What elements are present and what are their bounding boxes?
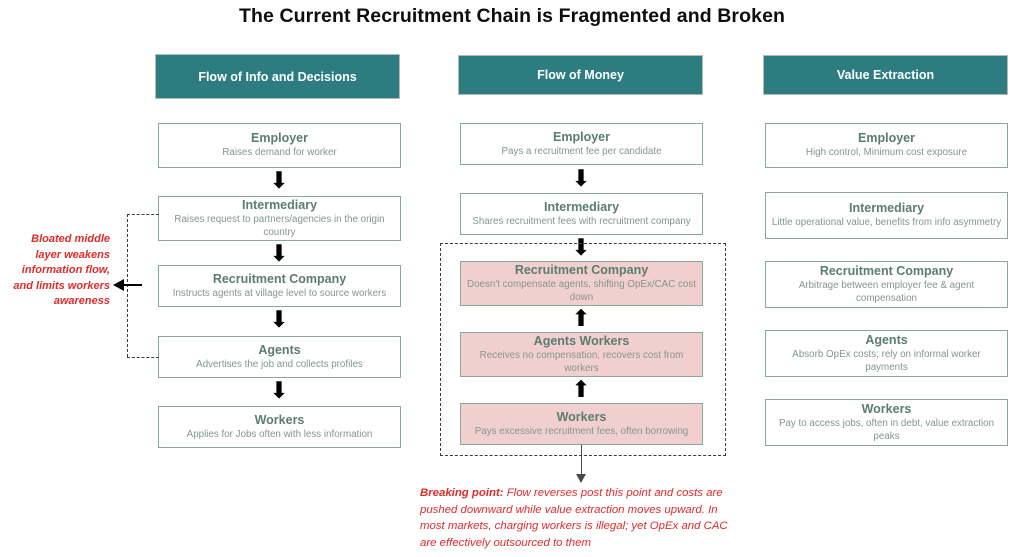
annotation-breaking-point: Breaking point: Flow reverses post this … (420, 485, 745, 551)
node-subtitle: Raises request to partners/agencies in t… (174, 214, 385, 238)
column-header-flow-of-info: Flow of Info and Decisions (155, 54, 400, 99)
arrow-down-icon: ⬇ (269, 307, 289, 333)
node-title: Workers (254, 412, 305, 427)
node-info-agents: Agents Advertises the job and collects p… (158, 336, 401, 378)
node-info-employer: Employer Raises demand for worker (158, 123, 401, 168)
arrow-down-icon: ⬇ (269, 168, 289, 194)
breaking-point-region (440, 243, 726, 456)
node-value-intermediary: Intermediary Little operational value, b… (765, 192, 1008, 239)
node-title: Intermediary (848, 201, 925, 216)
column-header-label: Value Extraction (836, 68, 935, 82)
node-info-workers: Workers Applies for Jobs often with less… (158, 406, 401, 448)
node-money-intermediary: Intermediary Shares recruitment fees wit… (460, 193, 703, 235)
node-subtitle: Little operational value, benefits from … (771, 217, 1002, 229)
node-title: Intermediary (543, 199, 620, 214)
page-title: The Current Recruitment Chain is Fragmen… (238, 5, 786, 27)
node-title: Intermediary (241, 198, 318, 213)
node-title: Workers (861, 402, 912, 417)
node-subtitle: Doesn't compensate agents, shifting OpEx… (467, 279, 696, 303)
node-title: Agents Workers (533, 334, 630, 349)
node-subtitle: Instructs agents at village level to sou… (172, 287, 387, 299)
arrow-up-icon: ⬆ (571, 306, 591, 332)
node-subtitle: Applies for Jobs often with less informa… (186, 428, 373, 440)
node-value-recruitment-company: Recruitment Company Arbitrage between em… (765, 261, 1008, 308)
annotation-left-note: Bloated middle layer weakens information… (13, 233, 110, 307)
arrow-down-icon: ⬇ (269, 241, 289, 267)
node-subtitle: Arbitrage between employer fee & agent c… (798, 280, 975, 304)
node-info-intermediary: Intermediary Raises request to partners/… (158, 196, 401, 241)
annotation-breaking-point-lead: Breaking point: (420, 487, 504, 499)
node-subtitle: Pay to access jobs, often in debt, value… (778, 418, 995, 442)
node-title: Recruitment Company (212, 271, 347, 286)
node-subtitle: High control, Minimum cost exposure (805, 147, 968, 159)
arrow-down-icon (576, 474, 586, 483)
node-title: Recruitment Company (819, 264, 954, 279)
node-money-employer: Employer Pays a recruitment fee per cand… (460, 123, 703, 165)
node-subtitle: Advertises the job and collects profiles (196, 358, 363, 370)
column-header-label: Flow of Info and Decisions (198, 69, 357, 84)
column-header-value-extraction: Value Extraction (763, 55, 1008, 95)
arrow-down-icon: ⬇ (571, 235, 591, 261)
column-header-label: Flow of Money (537, 68, 624, 82)
arrow-up-icon: ⬆ (571, 377, 591, 403)
node-title: Employer (858, 131, 915, 146)
node-title: Recruitment Company (514, 263, 649, 278)
breaking-point-arrow-shaft (581, 445, 582, 476)
node-subtitle: Raises demand for worker (222, 147, 337, 159)
feedback-loop-top-segment (127, 214, 159, 215)
node-title: Employer (251, 131, 308, 146)
node-subtitle: Absorb OpEx costs; rely on informal work… (792, 349, 981, 373)
node-subtitle: Pays excessive recruitment fees, often b… (474, 425, 689, 437)
node-title: Agents (865, 333, 908, 348)
node-value-agents: Agents Absorb OpEx costs; rely on inform… (765, 330, 1008, 377)
column-header-flow-of-money: Flow of Money (458, 55, 703, 95)
node-value-employer: Employer High control, Minimum cost expo… (765, 123, 1008, 168)
arrow-down-icon: ⬇ (269, 378, 289, 404)
feedback-loop-arrow-shaft (124, 284, 142, 286)
node-value-workers: Workers Pay to access jobs, often in deb… (765, 399, 1008, 446)
node-subtitle: Receives no compensation, recovers cost … (479, 350, 684, 374)
node-title: Workers (556, 409, 607, 424)
arrow-down-icon: ⬇ (571, 166, 591, 192)
node-money-agents-workers: Agents Workers Receives no compensation,… (460, 332, 703, 377)
node-title: Agents (258, 342, 301, 357)
node-info-recruitment-company: Recruitment Company Instructs agents at … (158, 265, 401, 307)
feedback-loop-bottom-segment (127, 357, 159, 358)
node-money-workers: Workers Pays excessive recruitment fees,… (460, 403, 703, 445)
arrow-left-icon (113, 279, 124, 291)
node-subtitle: Pays a recruitment fee per candidate (501, 145, 662, 157)
node-money-recruitment-company: Recruitment Company Doesn't compensate a… (460, 261, 703, 306)
node-subtitle: Shares recruitment fees with recruitment… (472, 215, 691, 227)
annotation-breaking-point-rest: Flow reverses post this point and costs … (420, 487, 728, 549)
node-title: Employer (553, 129, 610, 144)
